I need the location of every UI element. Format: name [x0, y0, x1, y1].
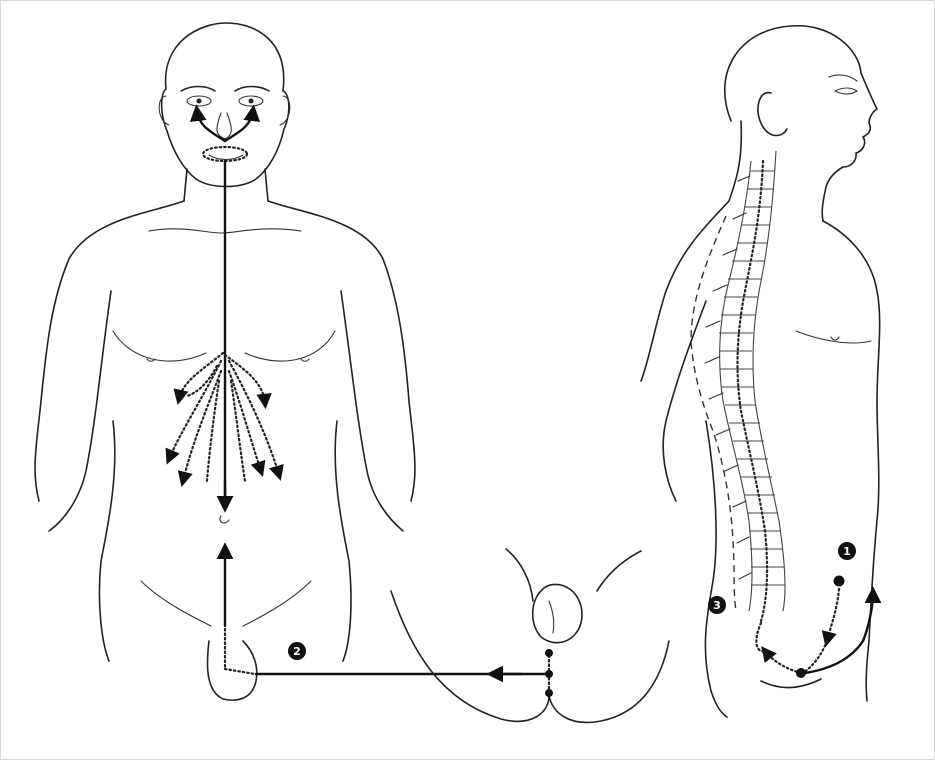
front-right-nipple: [301, 359, 309, 361]
front-groin-left: [141, 581, 211, 626]
marker-2-label: 2: [293, 645, 301, 658]
front-left-pupil: [197, 99, 202, 104]
pelvis-upper-left: [506, 549, 533, 601]
side-chest-line: [796, 331, 871, 343]
side-ear: [758, 93, 787, 136]
spine-back-edge: [720, 161, 752, 611]
front-left-arm-inner: [49, 291, 111, 531]
front-genital: [207, 641, 256, 700]
marker-1: 1: [838, 542, 856, 560]
front-figure: [35, 23, 415, 700]
pelvis-upper-right: [597, 551, 641, 591]
side-spine-lower-curve: [756, 623, 765, 651]
pelvis-scrotum: [533, 584, 582, 642]
pelvis-scrotum-line: [549, 601, 554, 633]
side-eye: [835, 88, 857, 94]
front-nose: [217, 113, 231, 139]
front-neck-right: [265, 169, 268, 201]
front-chest-branch-6: [229, 371, 261, 471]
side-lower-back: [705, 421, 727, 717]
side-front-lower: [866, 641, 869, 701]
front-navel: [220, 516, 229, 523]
pelvis-anus-point: [545, 689, 553, 697]
front-right-arm-inner: [341, 291, 403, 531]
side-head-outline: [725, 26, 877, 187]
connector-path: [225, 669, 549, 674]
front-chest-branch-2: [225, 355, 265, 403]
side-point1-dotted-descend: [827, 589, 839, 641]
pelvis-left-thigh: [391, 591, 549, 721]
side-buttock-lower: [761, 679, 821, 688]
side-spinal-dotted-meridian: [738, 161, 768, 621]
pelvis-perineum-point: [545, 670, 553, 678]
front-chest-branch-7: [207, 381, 219, 481]
marker-2: 2: [288, 642, 306, 660]
front-waist-left: [99, 421, 114, 661]
side-nipple: [831, 337, 839, 340]
side-point-1: [834, 576, 845, 587]
front-groin-right: [243, 581, 311, 626]
front-left-eyebrow: [181, 87, 215, 92]
front-right-pupil: [249, 99, 254, 104]
side-spine-lower-loop: [765, 651, 801, 673]
side-dashed-spinal-outline: [691, 216, 736, 611]
pelvis-upper-point: [545, 649, 553, 657]
spinous-processes: [705, 176, 751, 579]
pelvis-right-thigh: [549, 641, 669, 722]
side-eyebrow: [829, 75, 857, 81]
connector-dotted-tail: [225, 669, 255, 674]
front-neck-left: [184, 169, 187, 201]
front-chest-right: [245, 331, 335, 361]
marker-1-label: 1: [843, 545, 851, 558]
marker-3: 3: [708, 596, 726, 614]
side-arm: [663, 301, 706, 501]
front-chest-left: [113, 331, 206, 361]
side-front-neck: [822, 187, 826, 221]
side-front-torso: [823, 221, 880, 641]
front-mouth-dotted-ring: [203, 147, 247, 161]
front-waist-right: [335, 421, 351, 661]
side-spine: [705, 151, 785, 611]
vertebra-ticks: [719, 171, 785, 585]
side-figure: [641, 26, 880, 717]
marker-3-label: 3: [713, 599, 721, 612]
front-right-eyebrow: [235, 87, 269, 92]
pelvis-figure: [391, 549, 669, 722]
